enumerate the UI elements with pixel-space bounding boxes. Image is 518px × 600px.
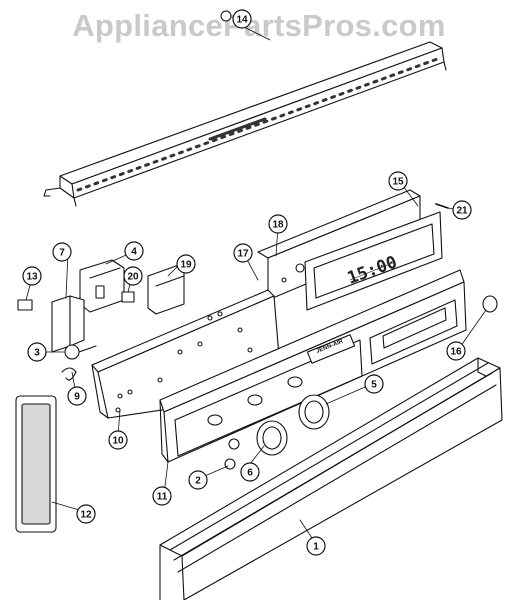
callout-circle: [22, 266, 42, 286]
trim-rail-part: [159, 357, 503, 600]
callout-number: 17: [237, 249, 249, 260]
callout-circle: [446, 341, 466, 361]
knob-part: [256, 420, 288, 456]
callout-circle: [188, 470, 208, 490]
switch-part: [64, 344, 97, 360]
callout-10: 10: [108, 430, 128, 450]
callout-circle: [124, 241, 144, 261]
callout-circle: [232, 9, 252, 29]
vent-trim-part: [43, 41, 447, 207]
callout-circle: [67, 386, 87, 406]
callout-circle: [388, 171, 408, 191]
light-lens-part: [15, 395, 57, 533]
clock-frame-part: [304, 211, 443, 311]
callout-circle: [52, 242, 72, 262]
callout-circle: [27, 342, 47, 362]
callout-11: 11: [152, 486, 172, 506]
callout-12: 12: [76, 504, 96, 524]
callout-20: 20: [123, 266, 143, 286]
callout-number: 21: [456, 206, 468, 217]
callout-dot: [220, 10, 232, 22]
callout-16: 16: [446, 341, 466, 361]
control-panel-front-part: [159, 269, 467, 463]
callout-circle: [240, 462, 260, 482]
callout-17: 17: [233, 243, 253, 263]
callout-circle: [268, 214, 288, 234]
callout-3: 3: [27, 342, 47, 362]
watermark: AppliancePartsPros.com: [72, 8, 446, 43]
callout-9: 9: [67, 386, 87, 406]
callout-circle: [364, 374, 384, 394]
callout-6: 6: [240, 462, 260, 482]
callout-circle: [176, 254, 196, 274]
callout-circle: [108, 430, 128, 450]
callout-21: 21: [452, 200, 472, 220]
callout-number: 7: [59, 248, 65, 259]
callout-circle: [152, 486, 172, 506]
callout-number: 14: [236, 15, 248, 26]
callout-number: 18: [272, 220, 284, 231]
callout-circle: [306, 536, 326, 556]
switch-bracket-part: [51, 295, 85, 353]
callout-circle: [76, 504, 96, 524]
callout-circle: [233, 243, 253, 263]
callout-4: 4: [124, 241, 144, 261]
clip-part: [17, 299, 33, 311]
callout-number: 12: [80, 510, 92, 521]
relay-part: [79, 259, 125, 313]
callout-15: 15: [388, 171, 408, 191]
callout-13: 13: [22, 266, 42, 286]
callout-number: 10: [112, 436, 124, 447]
callout-1: 1: [306, 536, 326, 556]
callout-14: 14: [232, 9, 252, 29]
callout-number: 3: [34, 348, 40, 359]
callout-number: 6: [247, 468, 253, 479]
knob-part: [298, 394, 330, 430]
indicator-light-part: [224, 438, 240, 470]
callout-number: 9: [74, 392, 80, 403]
callout-number: 1: [313, 542, 319, 553]
callout-5: 5: [364, 374, 384, 394]
callout-number: 16: [450, 347, 462, 358]
callout-number: 13: [26, 272, 38, 283]
callout-number: 4: [131, 247, 137, 258]
callout-2: 2: [188, 470, 208, 490]
callout-number: 19: [180, 260, 192, 271]
callout-circle: [123, 266, 143, 286]
callout-18: 18: [268, 214, 288, 234]
callout-number: 2: [195, 476, 201, 487]
switch-block-part: [147, 265, 185, 315]
callout-number: 11: [157, 492, 168, 503]
callout-19: 19: [176, 254, 196, 274]
callout-circle: [452, 200, 472, 220]
callout-number: 20: [127, 272, 139, 283]
callout-7: 7: [52, 242, 72, 262]
wire-clip-part: [61, 367, 77, 381]
screw-part: [435, 203, 449, 209]
terminal-block-part: [121, 291, 135, 303]
knob-button-part: [482, 295, 498, 313]
callout-number: 5: [371, 380, 377, 391]
callout-number: 15: [392, 177, 404, 188]
